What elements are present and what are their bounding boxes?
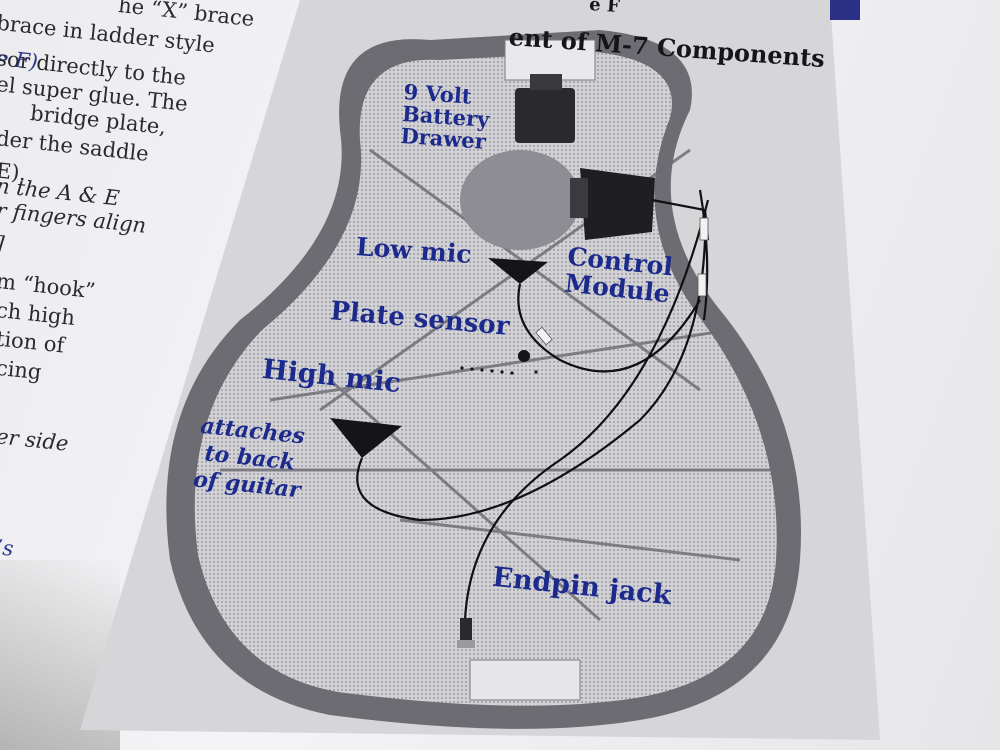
battery-drawer [515, 88, 575, 143]
high-mic-shape [330, 418, 402, 458]
corner-tab [830, 0, 860, 20]
low-mic-shape [488, 258, 548, 284]
neck-block [504, 39, 596, 81]
tail-block [469, 659, 581, 701]
label-battery-drawer: 9 Volt Battery Drawer [399, 79, 491, 154]
endpin-jack-shape [460, 618, 472, 644]
figure-title-fragment: e F [588, 0, 621, 18]
control-module [580, 168, 655, 240]
plate-sensor-shape [518, 350, 530, 362]
sound-hole [460, 150, 580, 250]
label-attaches-to-back: attaches to back of guitar [192, 412, 307, 504]
label-control-module: Control Module [563, 241, 675, 309]
